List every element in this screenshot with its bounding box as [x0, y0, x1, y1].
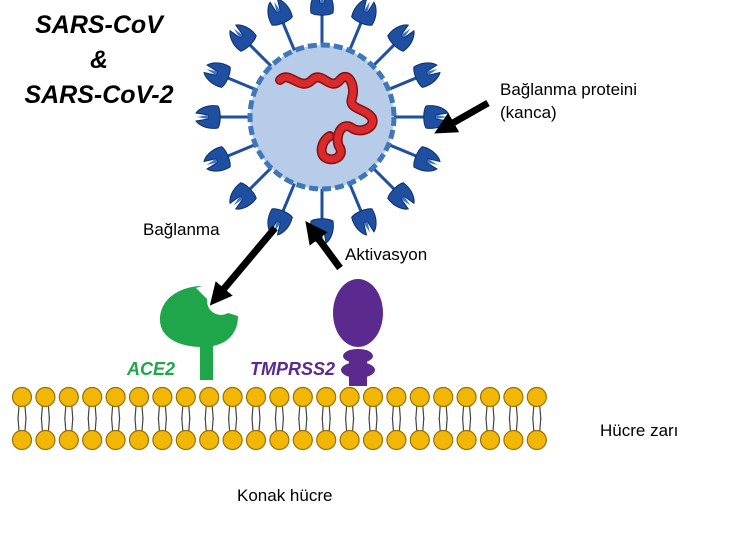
arrow-activation	[305, 220, 343, 271]
virus-title-line3: SARS-CoV-2	[24, 81, 174, 109]
spike-protein	[351, 0, 377, 26]
lipid-head	[199, 386, 220, 408]
spike-protein	[195, 105, 221, 129]
lipid-head	[35, 429, 56, 451]
lipid-head	[316, 429, 337, 451]
spike-protein	[413, 146, 441, 172]
arrow-to-spike	[434, 99, 490, 134]
binding-label: Bağlanma	[143, 220, 220, 239]
lipid-head	[152, 429, 173, 451]
lipid-head	[456, 386, 477, 408]
lipid-head	[222, 386, 243, 408]
lipid-head	[175, 386, 196, 408]
lipid-head	[362, 429, 384, 451]
tmprss2-receptor	[333, 279, 383, 386]
spike-protein	[351, 208, 377, 236]
lipid-head	[269, 386, 290, 408]
lipid-head	[128, 429, 150, 451]
spike-protein	[387, 182, 415, 210]
virus-title-line1: SARS-CoV	[35, 11, 163, 39]
lipid-head	[362, 386, 384, 408]
lipid-head	[35, 386, 56, 408]
lipid-head	[11, 429, 33, 451]
lipid-head	[245, 429, 267, 451]
lipid-head	[105, 386, 126, 408]
lipid-head	[82, 429, 103, 451]
lipid-head	[222, 429, 243, 451]
lipid-head	[339, 429, 360, 451]
tmprss2-label: TMPRSS2	[250, 359, 336, 379]
cell-membrane	[11, 386, 547, 451]
spike-protein	[267, 208, 293, 236]
lipid-head	[199, 429, 220, 451]
lipid-head	[316, 386, 337, 408]
binding-protein-label: Bağlanma proteini	[500, 80, 638, 99]
virus-title-line2: &	[89, 46, 109, 74]
virus-particle	[195, 0, 449, 244]
lipid-head	[82, 386, 103, 408]
lipid-head	[292, 429, 313, 451]
lipid-head	[433, 429, 454, 451]
viral-rna	[276, 73, 377, 163]
lipid-head	[386, 386, 407, 408]
lipid-head	[339, 386, 360, 408]
arrow-binding	[209, 225, 278, 306]
ace2-label: ACE2	[127, 359, 176, 379]
lipid-head	[386, 429, 407, 451]
lipid-head	[479, 429, 501, 451]
activation-label: Aktivasyon	[345, 245, 428, 264]
lipid-head	[58, 429, 79, 451]
lipid-head	[105, 429, 126, 451]
lipid-head	[58, 386, 79, 408]
lipid-head	[11, 386, 33, 408]
arrows	[209, 99, 490, 306]
spike-protein	[229, 182, 257, 210]
spike-protein	[267, 0, 293, 26]
spike-protein	[413, 62, 441, 88]
lipid-head	[479, 386, 501, 408]
lipid-head	[409, 429, 430, 451]
lipid-head	[152, 386, 173, 408]
host-cell-label: Konak hücre	[237, 486, 333, 505]
lipid-head	[456, 429, 477, 451]
cell-membrane-label: Hücre zarı	[600, 421, 679, 440]
lipid-head	[526, 429, 547, 451]
lipid-head	[503, 386, 524, 408]
spike-protein	[310, 0, 334, 16]
spike-protein	[203, 62, 231, 88]
binding-protein-sublabel: (kanca)	[500, 103, 557, 122]
lipid-head	[526, 386, 547, 408]
lipid-head	[292, 386, 313, 408]
spike-protein	[229, 24, 257, 52]
lipid-head	[128, 386, 150, 408]
lipid-head	[433, 386, 454, 408]
spike-protein	[203, 146, 231, 172]
spike-protein	[387, 24, 415, 52]
lipid-head	[409, 386, 430, 408]
lipid-head	[175, 429, 196, 451]
lipid-head	[269, 429, 290, 451]
lipid-head	[245, 386, 267, 408]
lipid-head	[503, 429, 524, 451]
